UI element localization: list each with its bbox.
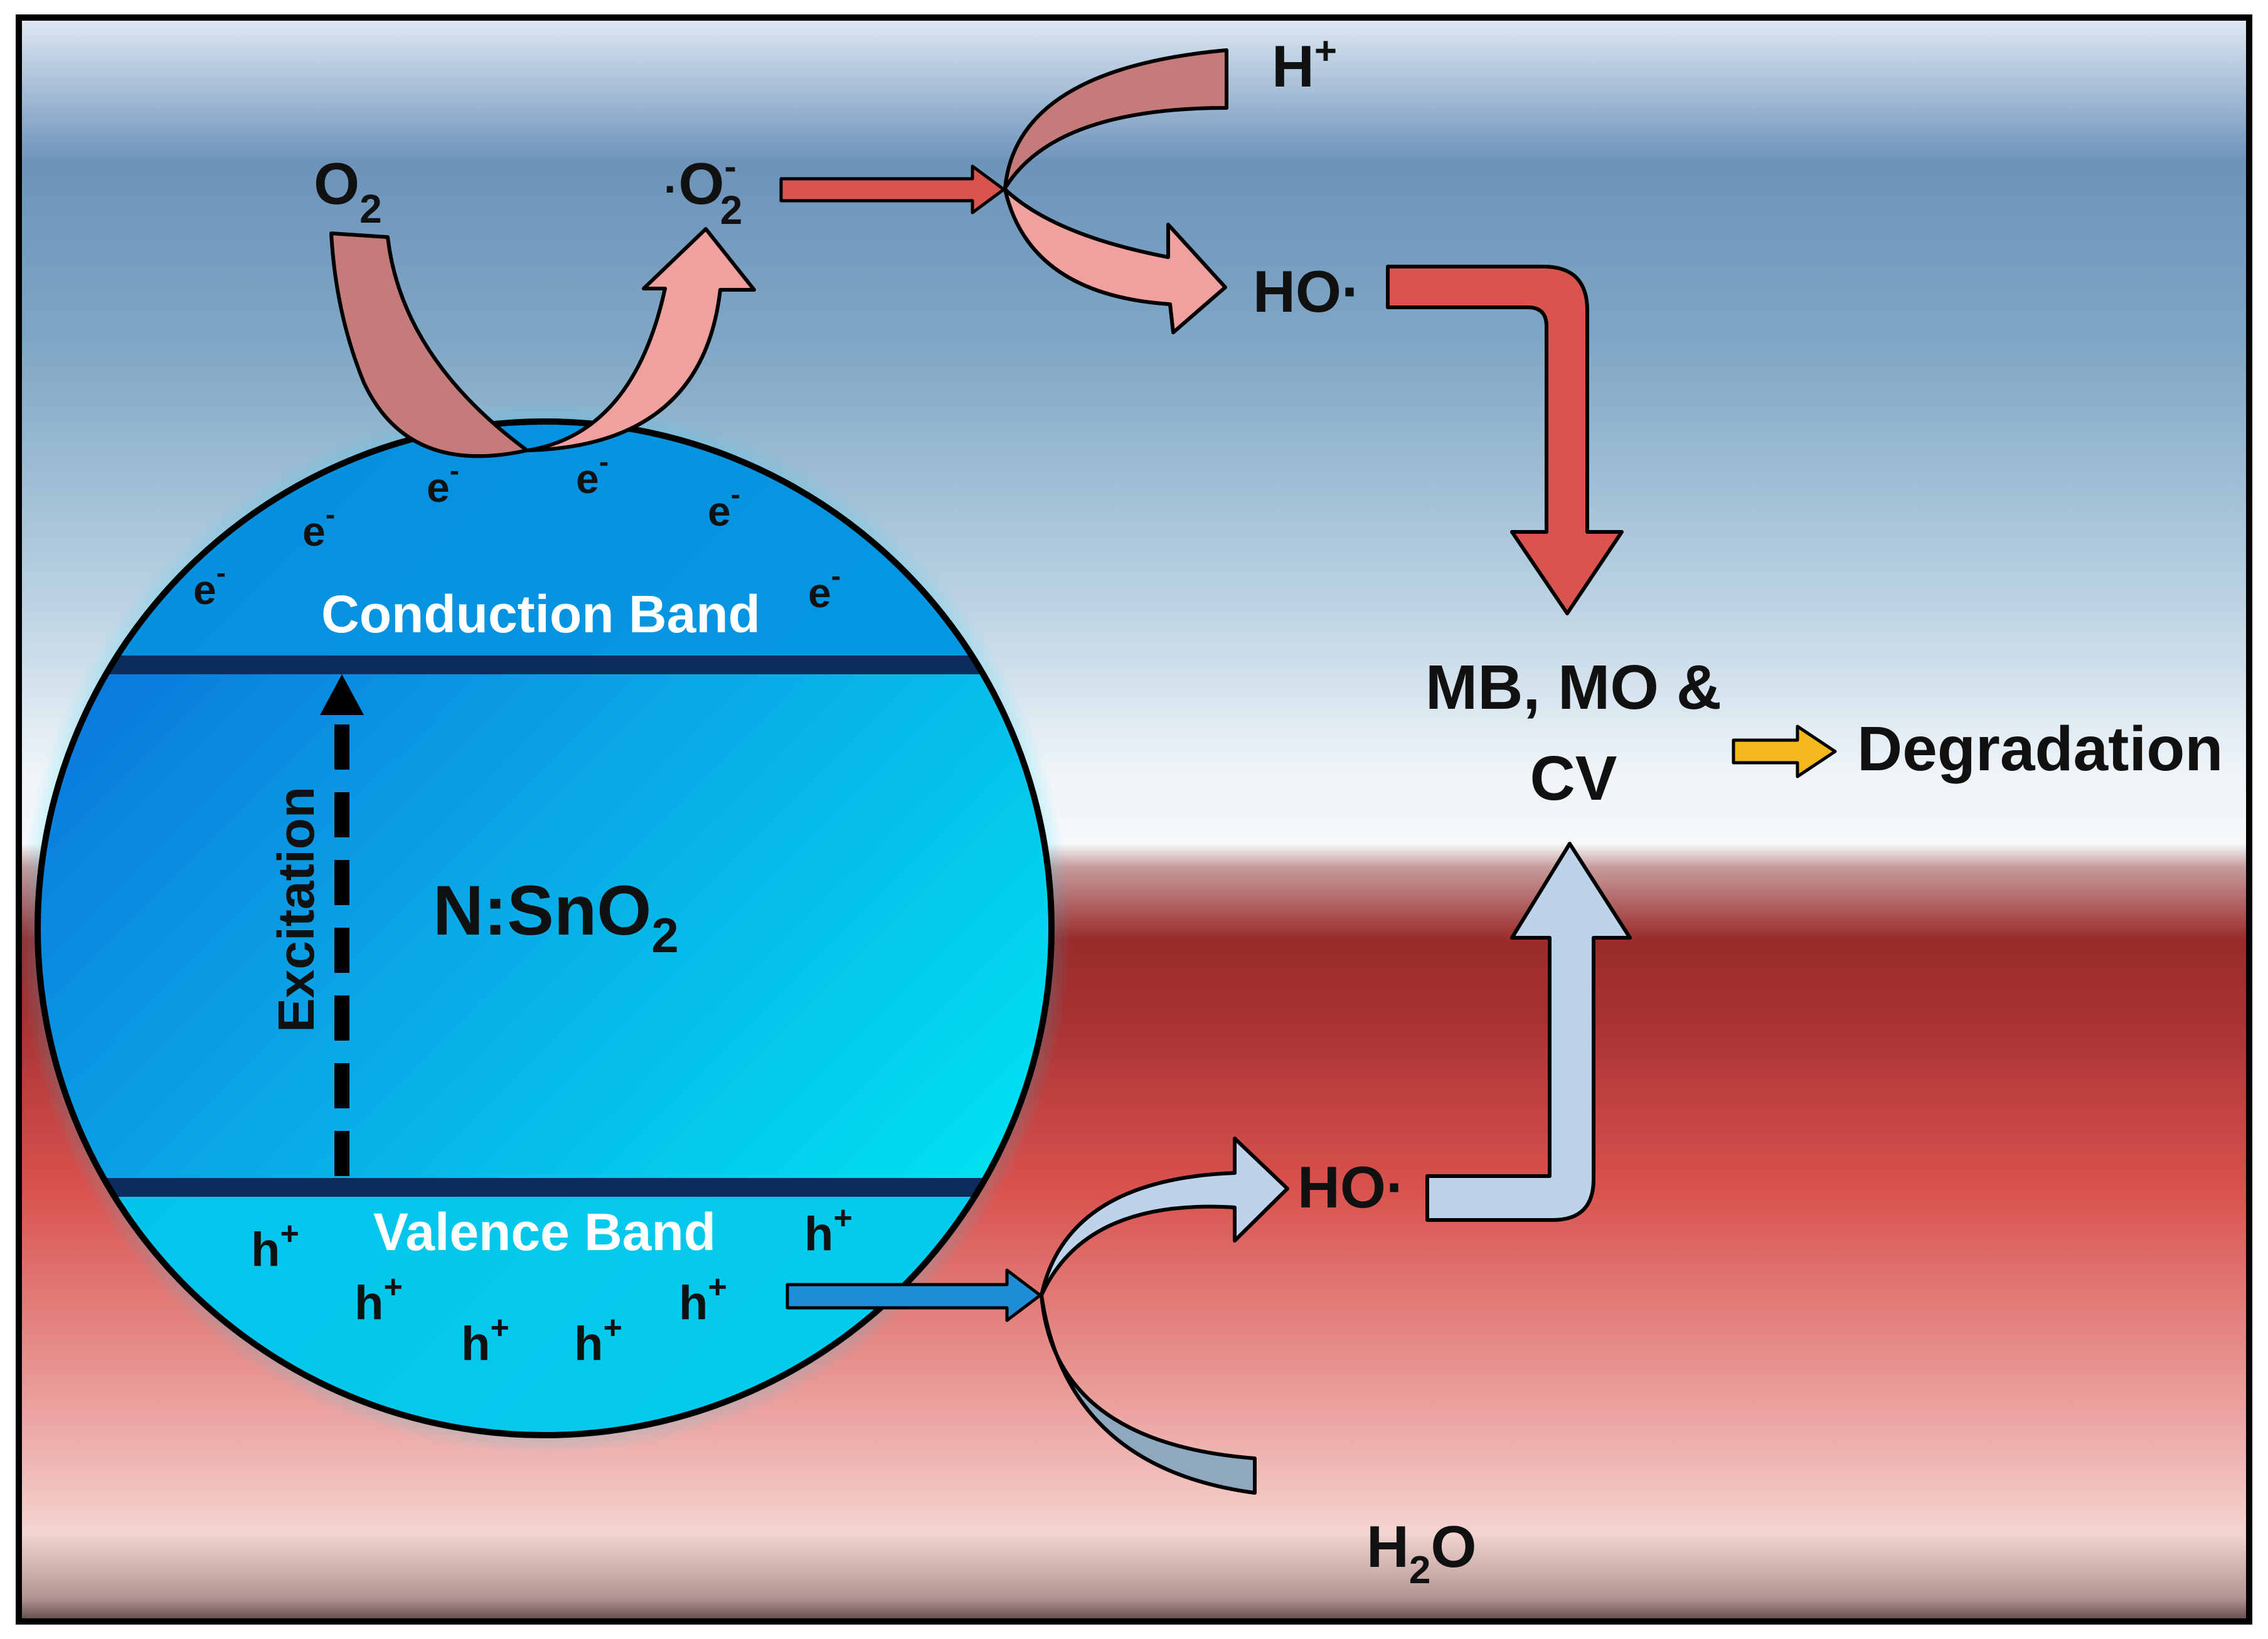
valence-band-label: Valence Band [373, 1202, 716, 1261]
excitation-arrow-head [320, 674, 364, 715]
dyes-label-line1: MB, MO & [1425, 652, 1722, 723]
hydroxyl-bottom-to-dyes-arrow [1425, 842, 1632, 1222]
holes-to-split-arrow [785, 1268, 1042, 1322]
electron: e- [708, 478, 740, 534]
electron: e- [193, 556, 226, 613]
oxygen-label: O2 [314, 151, 382, 231]
particle-name: N:SnO2 [433, 871, 679, 963]
electron: e- [302, 498, 335, 554]
conduction-band-label: Conduction Band [321, 585, 760, 644]
hole: h+ [461, 1310, 509, 1371]
oxygen-uptake-arrow [329, 231, 529, 459]
hydroxyl-top-label: HO· [1253, 258, 1361, 324]
hydroxyl-bottom-formation-arrow [1040, 1137, 1289, 1297]
hole: h+ [251, 1216, 299, 1276]
proton-label: H+ [1272, 29, 1337, 99]
water-label: H2O [1366, 1514, 1477, 1592]
excitation-label: Excitation [268, 787, 325, 1032]
electron: e- [808, 560, 841, 616]
superoxide-formation-arrow [526, 227, 756, 452]
hydroxyl-formation-arrow [1003, 188, 1227, 334]
electron: e- [427, 454, 459, 511]
electron: e- [576, 445, 609, 502]
dyes-label-line2: CV [1530, 743, 1617, 814]
degradation-arrow [1732, 724, 1837, 778]
frame-border [16, 14, 2252, 1625]
hole: h+ [804, 1200, 853, 1261]
hole: h+ [679, 1269, 727, 1330]
particle-outline [35, 418, 1055, 1438]
superoxide-label: ·O-2 [664, 146, 742, 233]
hole: h+ [354, 1269, 403, 1330]
hydroxyl-top-to-dyes-arrow [1386, 265, 1624, 615]
hole: h+ [574, 1310, 622, 1371]
degradation-label: Degradation [1857, 714, 2223, 784]
proton-release-arrow [1003, 48, 1228, 190]
superoxide-to-split-arrow [779, 164, 1006, 215]
hydroxyl-bottom-label: HO· [1297, 1154, 1405, 1220]
water-uptake-arrow [1040, 1293, 1257, 1495]
